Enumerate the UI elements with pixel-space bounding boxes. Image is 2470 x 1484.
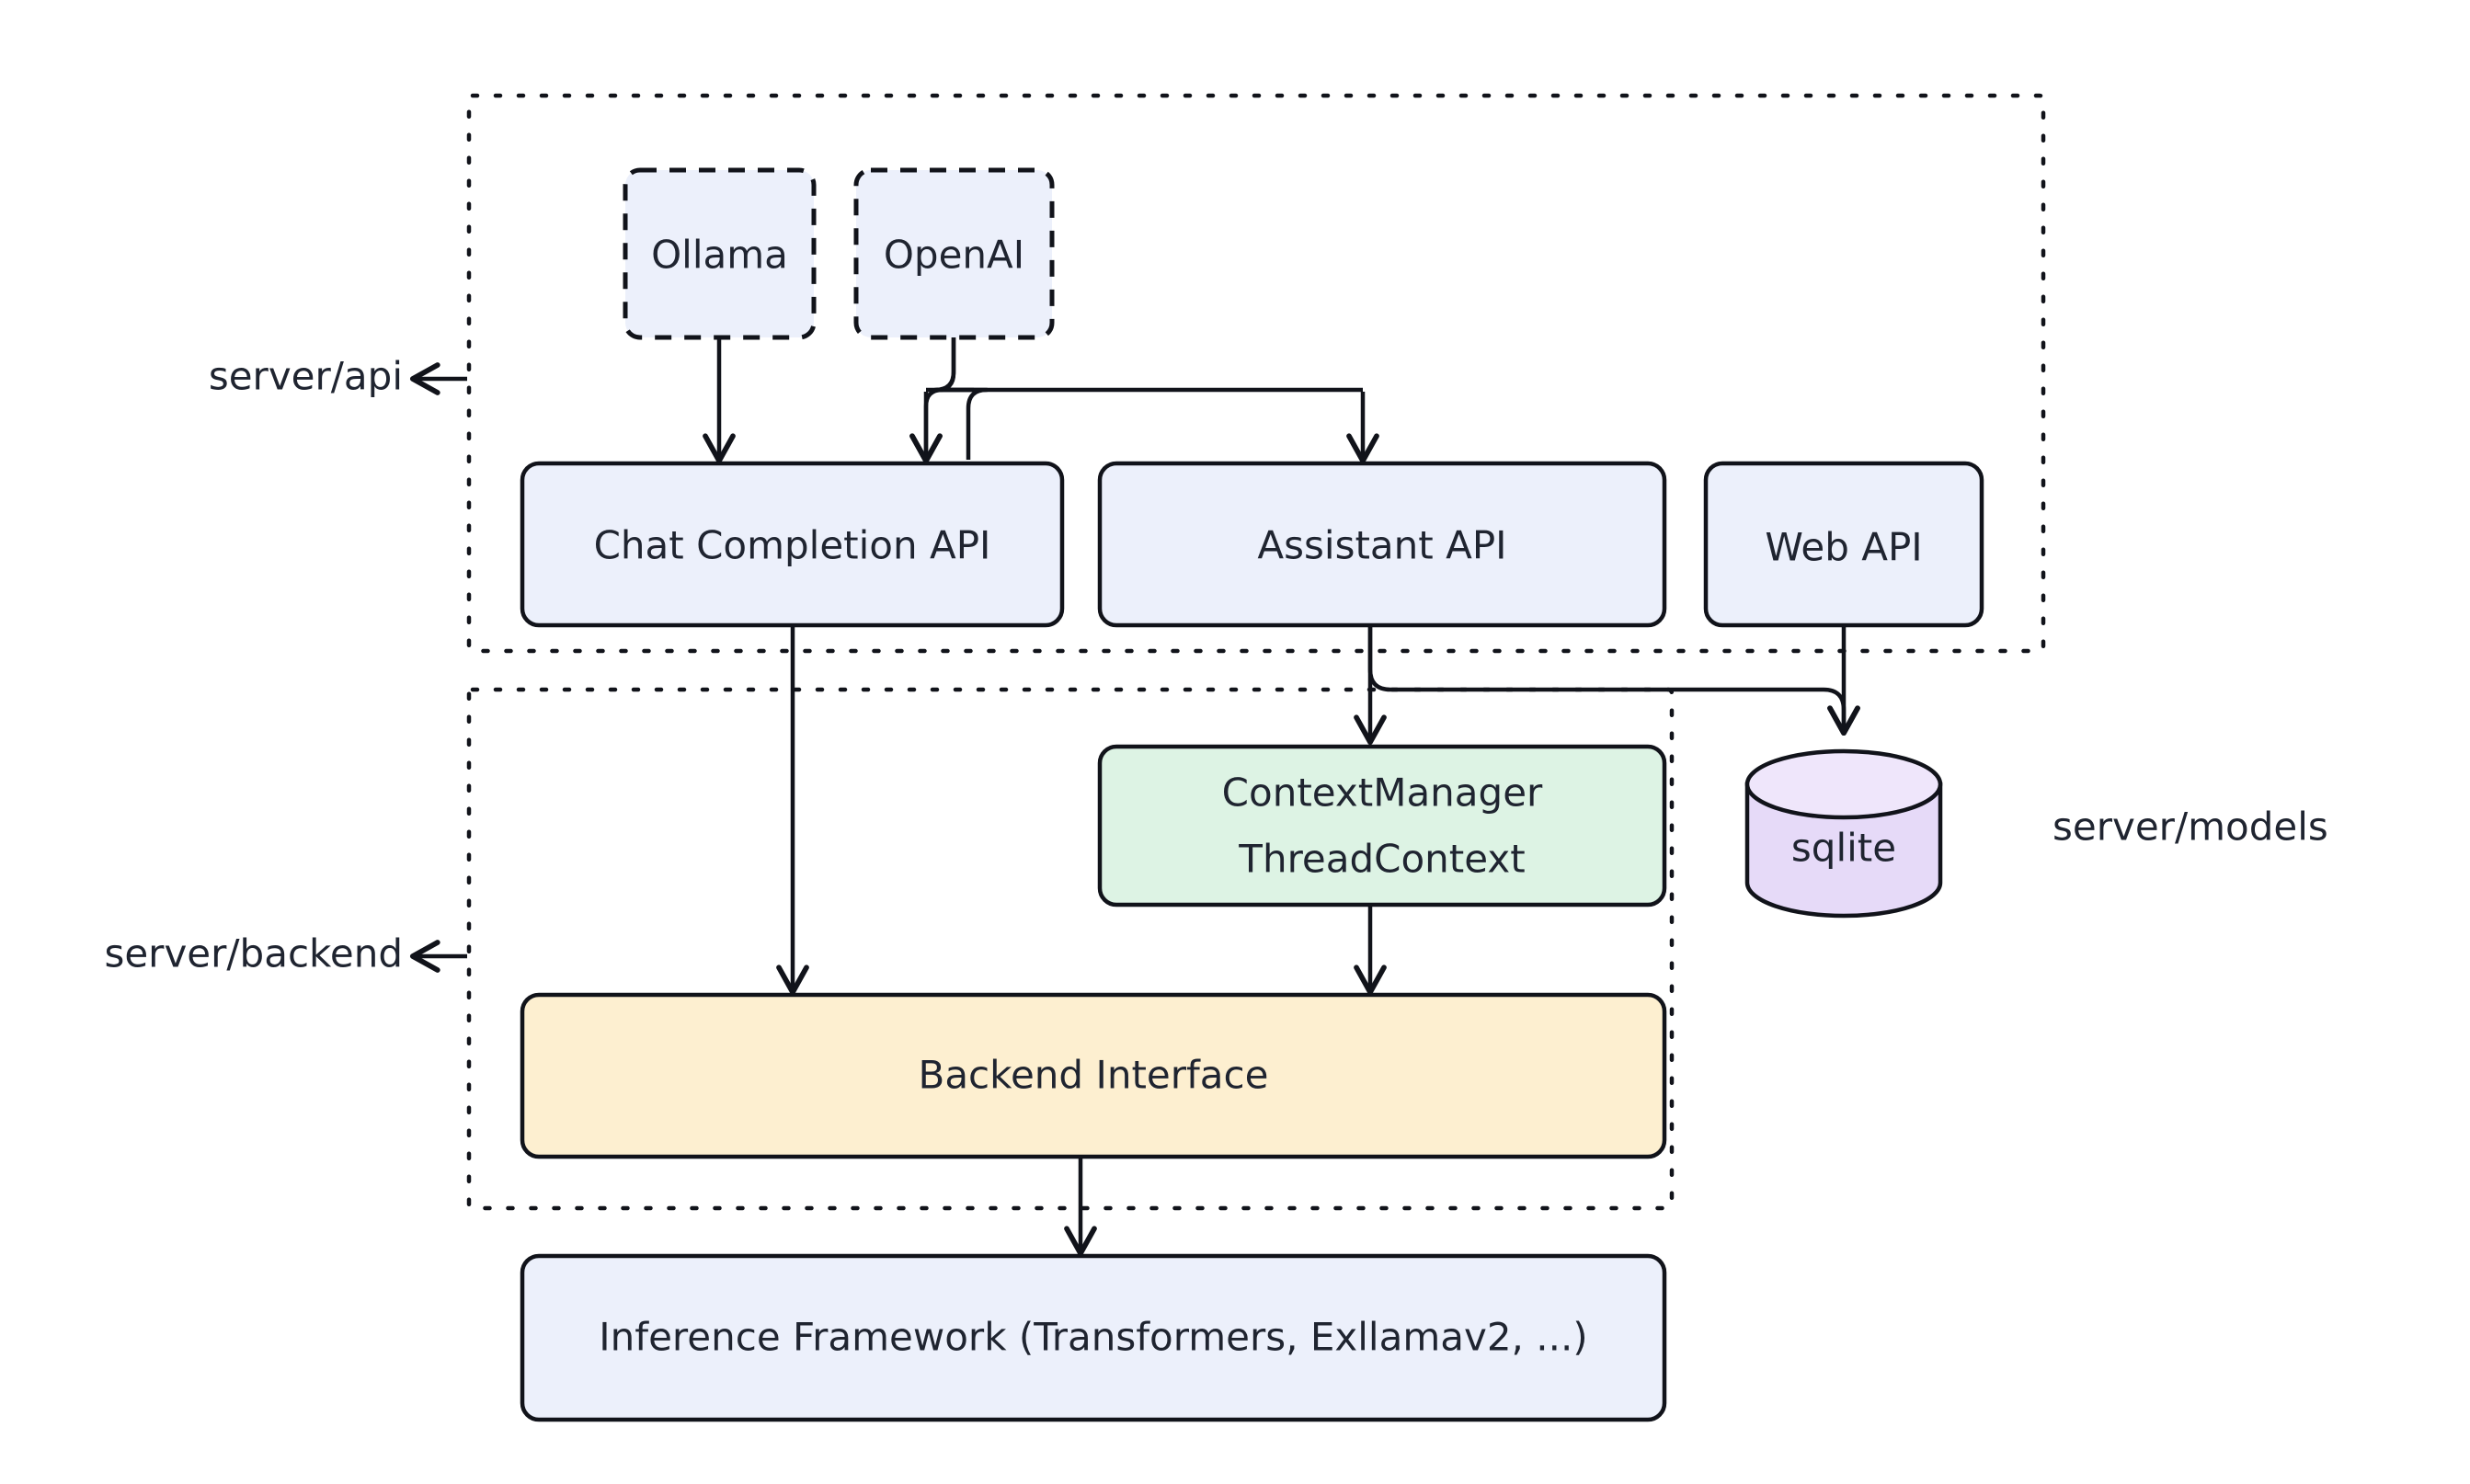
node-context-manager-shape — [1097, 744, 1667, 908]
node-ollama-shape — [623, 167, 817, 340]
node-sqlite-body — [1744, 782, 1943, 919]
node-backend-interface-label: Backend Interface — [919, 1053, 1269, 1098]
node-ollama-label: Ollama — [651, 233, 788, 278]
node-openai-shape — [853, 167, 1055, 340]
edge-openai-fork-top — [934, 337, 974, 393]
group-label-server-models: server/models — [2053, 805, 2328, 850]
node-backend-interface[interactable]: Backend Interface — [520, 992, 1667, 1159]
edge-openai-trunk — [932, 337, 989, 460]
node-openai[interactable]: OpenAI — [853, 167, 1055, 340]
node-context-manager-label-line1: ContextManager — [1222, 771, 1543, 816]
node-context-manager-label-line2: ThreadContext — [1238, 837, 1525, 882]
node-inference-framework[interactable]: Inference Framework (Transformers, Exlla… — [520, 1253, 1667, 1422]
node-web-api-shape — [1703, 461, 1984, 628]
group-container-server-backend — [466, 687, 1675, 1211]
group-container-server-api — [466, 93, 2046, 654]
group-label-server-models-text: server/models — [2053, 805, 2328, 850]
node-sqlite[interactable]: sqlite — [1744, 748, 1943, 919]
node-assistant-api-label: Assistant API — [1257, 523, 1506, 568]
node-web-api[interactable]: Web API — [1703, 461, 1984, 628]
node-assistant-api[interactable]: Assistant API — [1097, 461, 1667, 628]
node-sqlite-label: sqlite — [1791, 826, 1896, 871]
node-inference-framework-shape — [520, 1253, 1667, 1422]
group-label-server-backend: server/backend — [104, 931, 467, 976]
node-chat-completion-api[interactable]: Chat Completion API — [520, 461, 1065, 628]
group-label-server-backend-text: server/backend — [104, 931, 403, 976]
node-assistant-api-shape — [1097, 461, 1667, 628]
node-chat-completion-api-shape — [520, 461, 1065, 628]
node-chat-completion-api-label: Chat Completion API — [594, 523, 991, 568]
node-openai-label: OpenAI — [884, 233, 1024, 278]
group-label-server-api: server/api — [209, 354, 467, 399]
group-label-server-api-text: server/api — [209, 354, 403, 399]
node-inference-framework-label: Inference Framework (Transformers, Exlla… — [599, 1315, 1587, 1360]
edge-openai-to-chat-completion-api-tail — [909, 387, 945, 464]
node-ollama[interactable]: Ollama — [623, 167, 817, 340]
node-backend-interface-shape — [520, 992, 1667, 1159]
node-sqlite-top — [1744, 748, 1943, 820]
node-web-api-label: Web API — [1765, 525, 1922, 570]
node-context-manager[interactable]: ContextManager ThreadContext — [1097, 744, 1667, 908]
